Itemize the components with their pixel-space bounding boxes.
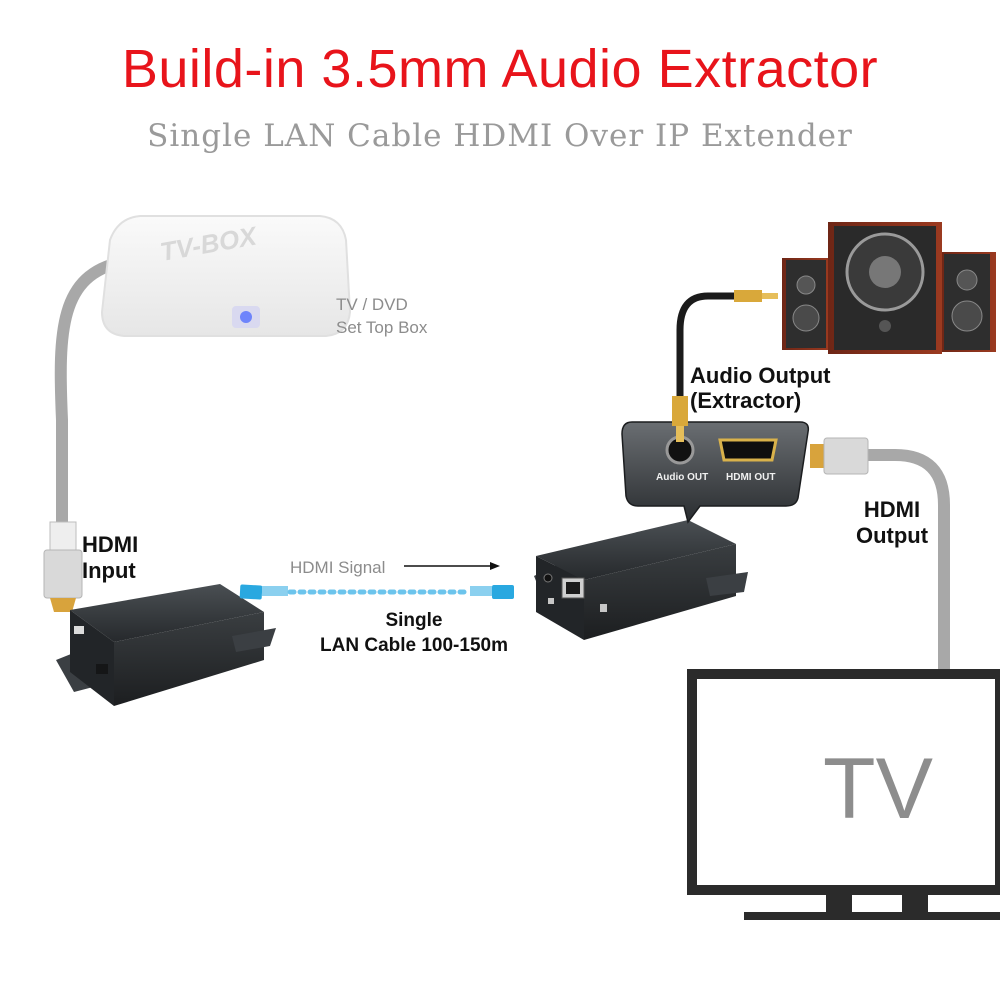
tv-box-caption-line1: TV / DVD	[336, 295, 408, 314]
hdmi-input-label-line2: Input	[82, 558, 136, 583]
hdmi-output-label-line1: HDMI	[864, 497, 920, 522]
audio-output-label-line1: Audio Output	[690, 363, 831, 388]
lan-cable	[239, 584, 514, 600]
hdmi-input-label-line1: HDMI	[82, 532, 138, 557]
page-title: Build-in 3.5mm Audio Extractor	[121, 39, 879, 99]
output-hdmi-cable	[856, 449, 950, 678]
tv-icon	[687, 669, 1000, 920]
tv-box-device	[100, 215, 352, 337]
speakers-icon	[782, 222, 996, 354]
transmitter-device	[56, 584, 276, 706]
hdmi-output-label-line2: Output	[856, 523, 929, 548]
audio-cable	[676, 292, 734, 408]
signal-label: HDMI Signal	[290, 558, 385, 577]
port-audio-label: Audio OUT	[656, 472, 708, 483]
page-subtitle: Single LAN Cable HDMI Over IP Extender	[147, 118, 853, 154]
cable-label-line1: Single	[385, 610, 442, 631]
hdmi-input-plug-icon	[43, 521, 83, 612]
hdmi-output-plug-icon	[810, 437, 869, 475]
audio-plug-icon	[672, 290, 778, 442]
port-panel-callout	[621, 421, 810, 524]
port-hdmi-label: HDMI OUT	[726, 472, 775, 483]
cable-label-line2: LAN Cable 100-150m	[320, 635, 508, 656]
receiver-device	[534, 520, 748, 640]
tv-box-caption-line2: Set Top Box	[336, 318, 428, 337]
signal-arrowhead-icon	[490, 562, 500, 570]
audio-output-label-line2: (Extractor)	[690, 388, 801, 413]
input-hdmi-cable	[54, 256, 128, 531]
tv-label: TV	[823, 741, 933, 837]
